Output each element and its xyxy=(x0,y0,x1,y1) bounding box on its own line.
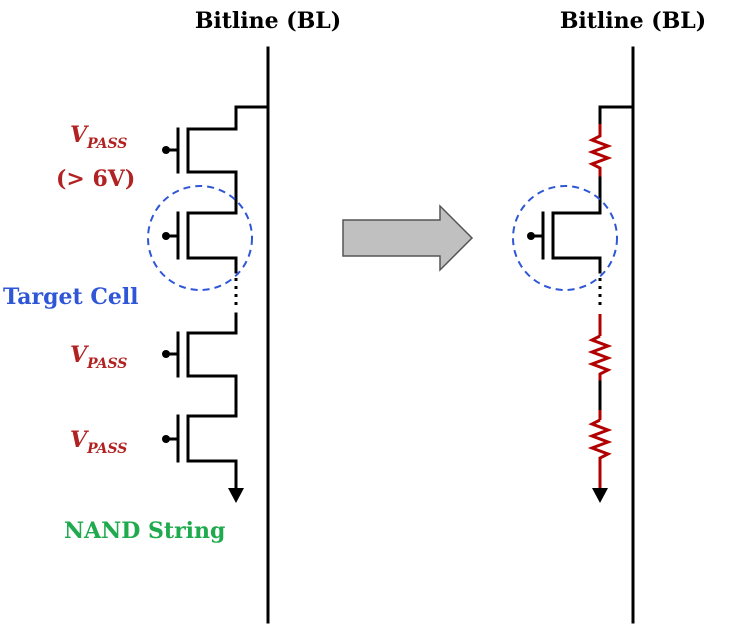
transistor-3 xyxy=(162,312,238,418)
resistor-2 xyxy=(587,334,613,382)
vpass-label-1: VPASS xyxy=(70,122,127,152)
right-bitline-title: Bitline (BL) xyxy=(560,8,706,34)
transistor-target xyxy=(162,211,238,274)
right-target-transistor xyxy=(527,211,602,274)
right-ground-arrow-icon xyxy=(592,488,608,503)
svg-text:VPASS: VPASS xyxy=(70,427,127,457)
left-bitline-title: Bitline (BL) xyxy=(195,8,341,34)
transistor-1 xyxy=(162,127,238,215)
vpass-label-3: VPASS xyxy=(70,427,127,457)
target-cell-label: Target Cell xyxy=(3,284,139,310)
left-bitline-connection xyxy=(234,105,270,131)
nand-string-label: NAND String xyxy=(64,518,225,544)
right-bitline-connection xyxy=(598,105,635,126)
resistor-3 xyxy=(587,418,613,488)
transform-arrow-icon xyxy=(342,204,474,272)
svg-text:VPASS: VPASS xyxy=(70,342,127,372)
left-target-circle xyxy=(147,185,253,291)
right-target-circle xyxy=(512,185,618,291)
transistor-4 xyxy=(162,414,238,490)
left-ground-arrow-icon xyxy=(228,488,244,503)
vpass-note: (> 6V) xyxy=(56,166,135,192)
svg-text:VPASS: VPASS xyxy=(70,122,127,152)
resistor-1 xyxy=(587,124,613,178)
vpass-label-2: VPASS xyxy=(70,342,127,372)
